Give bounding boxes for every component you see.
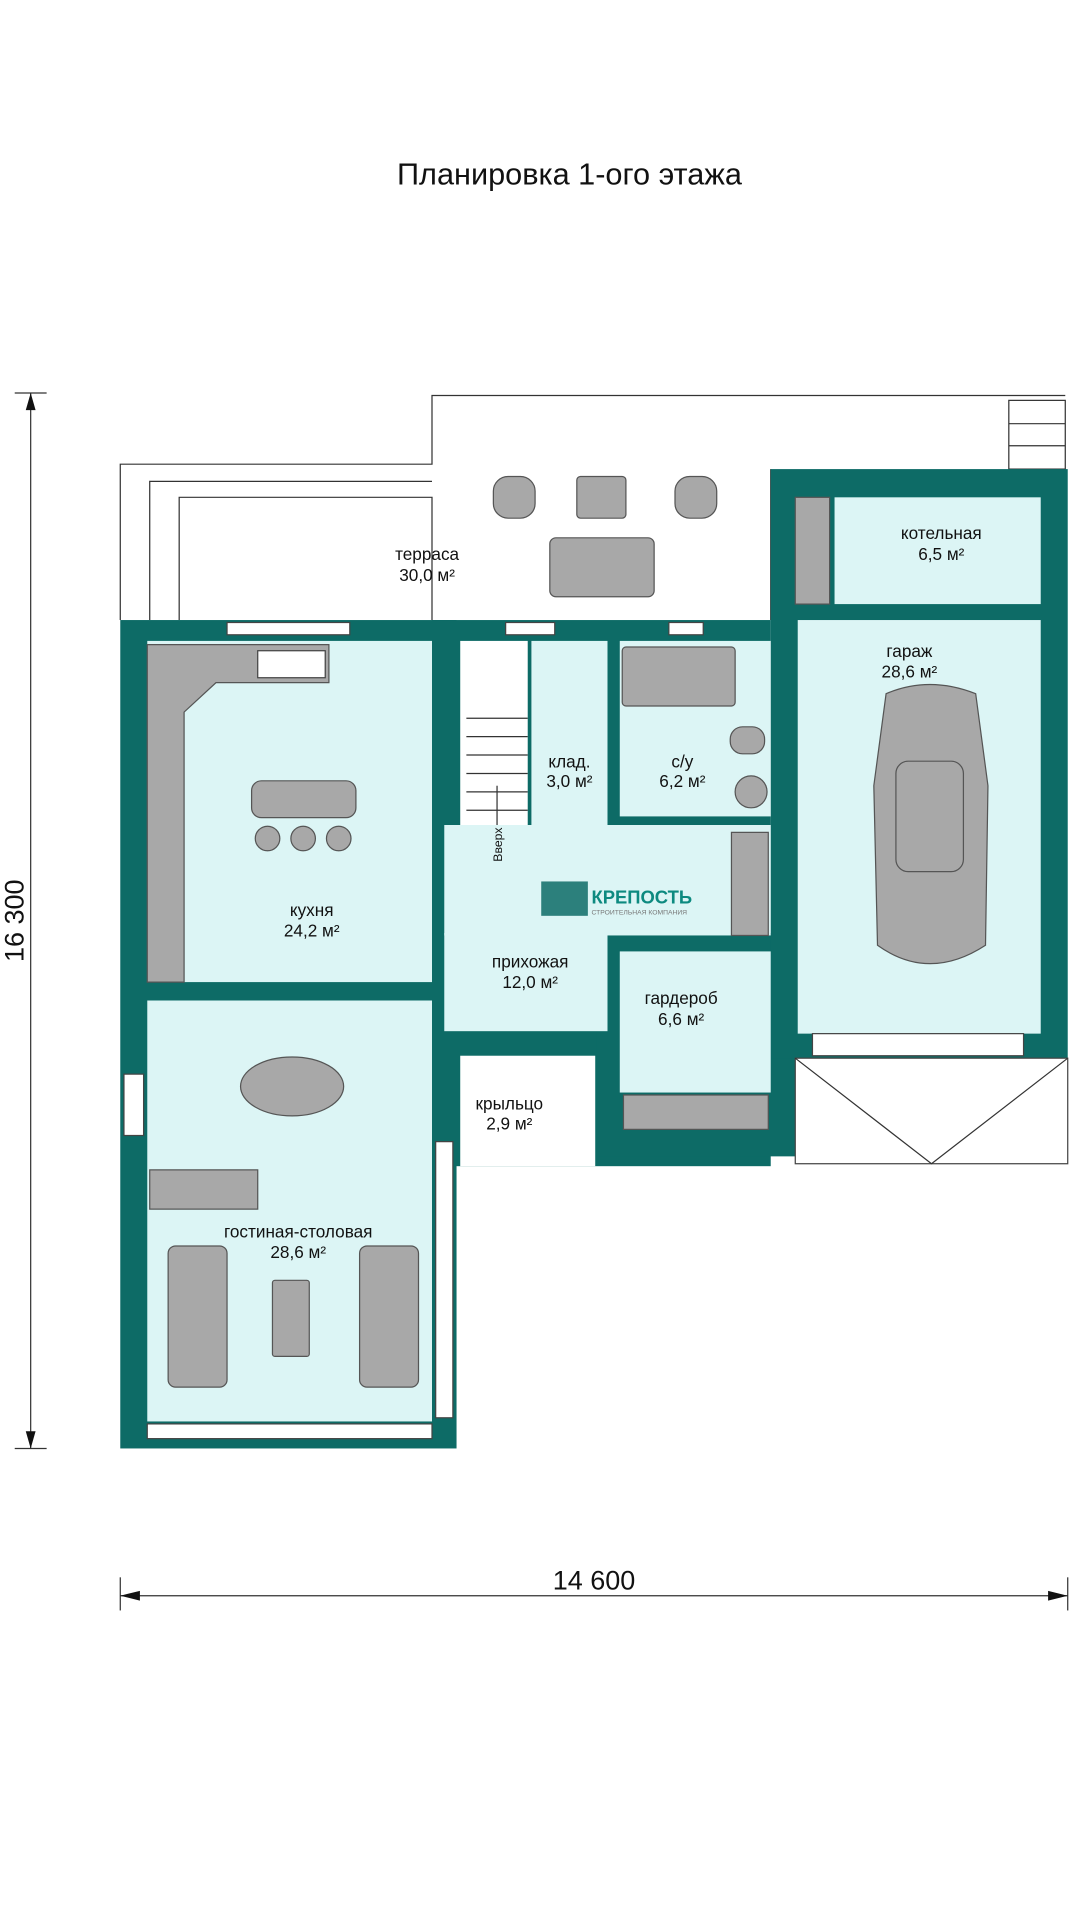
kitchen-island [250, 780, 357, 819]
width-dimension: 14 600 [119, 1566, 1069, 1611]
bathtub [621, 646, 736, 707]
room-name: гостиная-столовая [224, 1221, 373, 1241]
terrace-sofa [549, 537, 655, 598]
room-wardrobe [619, 951, 771, 1093]
fireplace [149, 1169, 259, 1210]
room-area: 12,0 м² [502, 972, 558, 992]
sink [734, 775, 768, 809]
sofa-left [167, 1245, 228, 1388]
room-area: 2,9 м² [486, 1113, 532, 1133]
wardrobe-rail [622, 1094, 769, 1130]
room-area: 6,5 м² [918, 544, 964, 564]
room-labels: терраса 30,0 м² котельная 6,5 м² гараж 2… [224, 523, 982, 1262]
room-area: 28,6 м² [270, 1242, 326, 1262]
furniture [146, 475, 989, 1388]
logo-subtitle: СТРОИТЕЛЬНАЯ КОМПАНИЯ [592, 910, 688, 917]
plan-title: Планировка 1-ого этажа [397, 156, 743, 191]
porch [460, 1055, 596, 1167]
room-hall-lower [444, 933, 608, 1032]
room-name: крыльцо [476, 1094, 544, 1114]
width-dimension-label: 14 600 [553, 1566, 636, 1596]
room-name: терраса [395, 544, 459, 564]
room-hall [444, 825, 771, 936]
windows [123, 621, 1069, 1440]
room-area: 6,2 м² [659, 771, 705, 791]
washer [730, 831, 769, 937]
height-dimension: 16 300 [0, 392, 47, 1450]
stairs [460, 640, 528, 825]
room-name: прихожая [492, 951, 569, 971]
room-name: гараж [886, 641, 933, 661]
room-storage [531, 640, 608, 825]
height-dimension-label: 16 300 [0, 879, 29, 962]
stairs-up-label: Вверх [491, 828, 505, 862]
coffee-table [271, 1279, 310, 1358]
stair-steps [466, 717, 528, 825]
toilet [729, 726, 766, 755]
room-name: котельная [901, 523, 982, 543]
room-area: 3,0 м² [546, 771, 592, 791]
room-area: 6,6 м² [658, 1009, 704, 1029]
logo-name: КРЕПОСТЬ [592, 887, 693, 908]
room-name: с/у [671, 751, 693, 771]
room-area: 28,6 м² [882, 662, 938, 682]
room-name: гардероб [645, 988, 718, 1008]
room-area: 24,2 м² [284, 921, 340, 941]
dining-table [239, 1056, 345, 1117]
room-name: кухня [290, 900, 334, 920]
room-name: клад. [548, 751, 590, 771]
sofa-right [358, 1245, 420, 1388]
room-area: 30,0 м² [399, 565, 455, 585]
company-logo: КРЕПОСТЬ СТРОИТЕЛЬНАЯ КОМПАНИЯ [541, 881, 693, 917]
room-boiler [834, 497, 1041, 605]
